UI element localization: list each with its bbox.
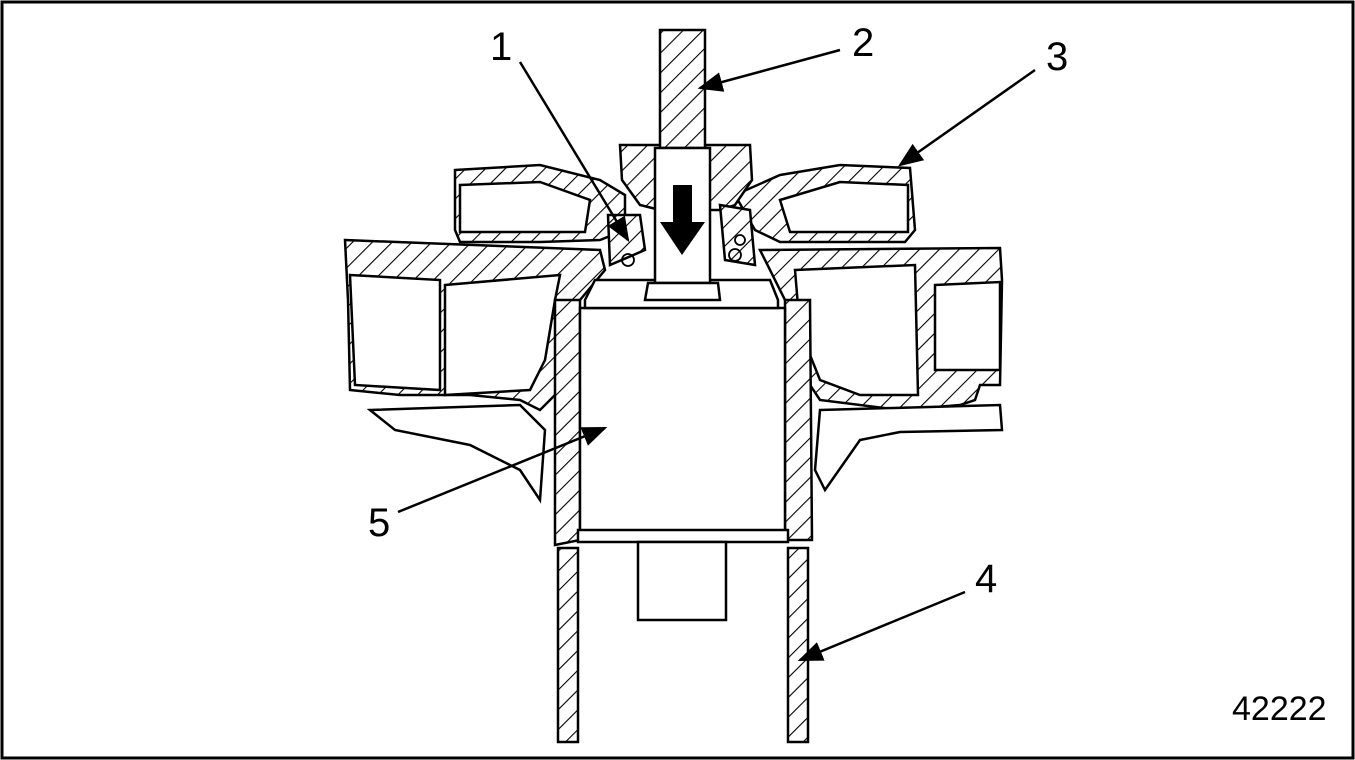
leader-line-1 [518,61,630,243]
press-rod [643,28,722,302]
leader-line-4 [797,590,966,662]
callout-1: 1 [490,25,512,69]
leader-line-3 [897,68,1036,167]
housing-casting [343,238,1004,504]
callout-4: 4 [975,557,997,601]
down-arrow-icon [660,185,705,255]
pilot-tool [553,278,814,622]
callout-5: 5 [368,501,390,545]
leader-line-2 [697,48,841,92]
callout-2: 2 [852,21,874,65]
figure-number: 42222 [1232,690,1327,728]
callout-3: 3 [1046,35,1068,79]
leader-line-5 [397,426,608,514]
